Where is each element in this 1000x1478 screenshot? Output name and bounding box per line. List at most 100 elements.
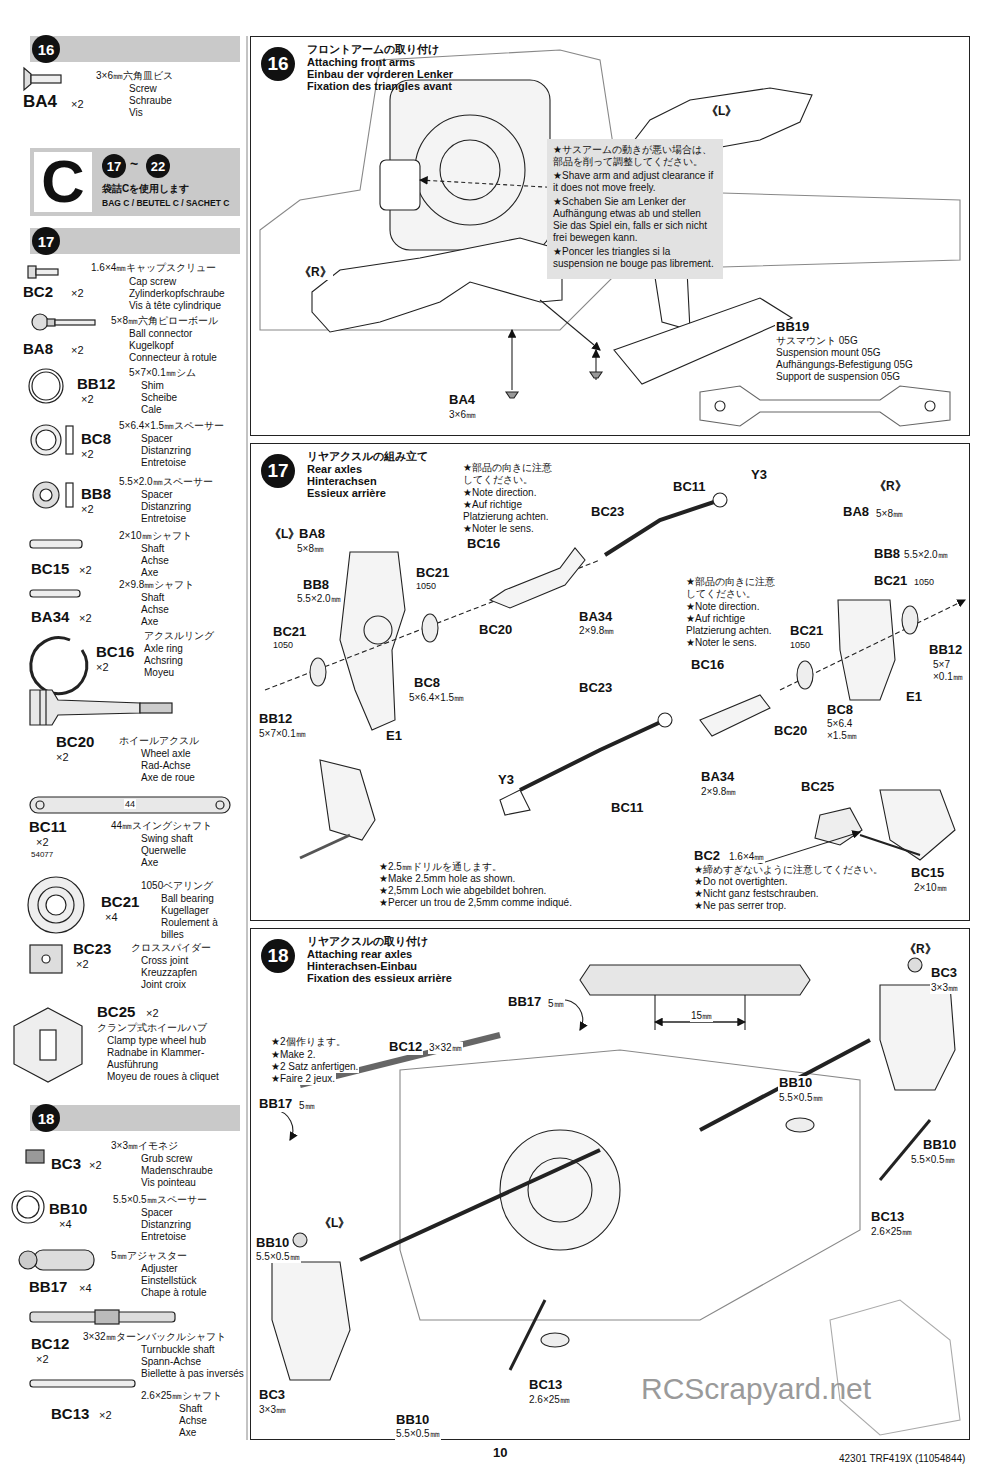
- part-text: Swing shaft: [140, 833, 194, 845]
- part-text: 5×7×0.1㎜: [258, 728, 307, 740]
- step-number: 16: [32, 35, 60, 63]
- illustration-part: [860, 835, 920, 855]
- part-text: Screw: [128, 83, 158, 95]
- part-code: BB8: [302, 578, 330, 593]
- illustration-part: [655, 1021, 745, 1022]
- part-text: Achse: [140, 604, 170, 616]
- part-code: BC15: [910, 866, 945, 881]
- part-text: Zylinderkopfschraube: [128, 288, 226, 300]
- illustration-part: [33, 482, 59, 508]
- illustration-part: [293, 1233, 307, 1247]
- illustration-part: [47, 319, 55, 326]
- illustration-part: [415, 115, 525, 225]
- part-text: ★Noter le sens.: [462, 523, 535, 535]
- illustration-part: [880, 985, 955, 1090]
- illustration-part: [275, 1110, 293, 1140]
- part-text: 5.5×2.0㎜: [903, 549, 949, 561]
- part-code: BA34: [30, 608, 70, 625]
- illustration-part: [310, 658, 326, 686]
- step-number: 16: [261, 47, 295, 81]
- part-code: BC21: [789, 624, 824, 639]
- part-text: 5㎜: [298, 1100, 316, 1112]
- part-text: 2×10㎜: [913, 882, 948, 894]
- part-text: 5.5×2.0㎜スペーサー: [118, 476, 214, 488]
- part-text: ★2個作ります。: [270, 1036, 347, 1048]
- part-code: E1: [385, 729, 403, 744]
- part-text: 2×9.8㎜: [700, 786, 737, 798]
- part-text: Distanzring: [140, 445, 192, 457]
- part-code: BC16: [466, 537, 501, 552]
- illustration-part: [744, 995, 745, 1030]
- part-code: BB17: [28, 1278, 68, 1295]
- part-text: Distanzring: [140, 501, 192, 513]
- illustration-part: [40, 1030, 56, 1060]
- step-title: Einbau der vorderen Lenker: [307, 68, 453, 81]
- part-code: Y3: [497, 773, 515, 788]
- step17-figure: [265, 493, 965, 870]
- part-code: 《R》: [873, 480, 908, 494]
- illustration-part: [655, 1021, 745, 1022]
- illustration-part: [520, 720, 665, 790]
- illustration-part: [815, 808, 862, 845]
- illustration-part: [24, 68, 31, 90]
- illustration-part: [14, 1008, 82, 1082]
- step-title: Hinterachsen: [307, 475, 377, 488]
- step-bar: 17: [30, 228, 240, 254]
- part-text: Kugellager: [160, 905, 210, 917]
- part-text: 5.5×0.5㎜: [395, 1428, 441, 1440]
- part-code: BC13: [528, 1378, 563, 1393]
- part-text: ×2: [55, 751, 70, 764]
- part-text: 1050: [913, 577, 935, 587]
- part-text: Shaft: [140, 543, 165, 555]
- illustration-part: [29, 369, 63, 403]
- illustration-part: [541, 1333, 569, 1347]
- part-code: BC8: [826, 703, 854, 718]
- part-text: Shim: [140, 380, 165, 392]
- part-text: 5×8㎜: [875, 508, 904, 520]
- part-text: Joint croix: [140, 979, 187, 991]
- part-text: Suspension mount 05G: [775, 347, 882, 359]
- part-text: ×2: [35, 836, 50, 849]
- part-text: Vis à tête cylindrique: [128, 300, 222, 312]
- part-text: 3×6㎜六角皿ビス: [95, 70, 174, 82]
- illustration-part: [340, 552, 405, 730]
- part-text: Kreuzzapfen: [140, 967, 198, 979]
- step-title: Attaching rear axles: [307, 948, 412, 961]
- part-text: 5㎜アジャスター: [110, 1250, 188, 1262]
- part-text: サスマウント 05G: [775, 335, 859, 347]
- part-code: BB10: [255, 1236, 290, 1251]
- illustration-part: [506, 392, 518, 398]
- illustration-part: [510, 1300, 545, 1370]
- part-text: 1050ベアリング: [140, 880, 214, 892]
- part-text: ★Noter le sens.: [685, 637, 758, 649]
- part-code: BC25: [96, 1003, 136, 1020]
- part-text: 2×9.8㎜: [578, 625, 615, 637]
- illustration-part: [614, 298, 792, 384]
- part-code: BB10: [395, 1413, 430, 1428]
- part-text: 5×8㎜六角ピローボール: [110, 315, 219, 327]
- part-text: Clamp type wheel hub: [106, 1035, 207, 1047]
- step-number: 18: [32, 1104, 60, 1132]
- part-text: 5.5×0.5㎜: [778, 1092, 824, 1104]
- illustration-part: [700, 1040, 870, 1130]
- part-text: Spacer: [140, 1207, 174, 1219]
- part-text: Ball bearing: [160, 893, 215, 905]
- part-text: 3×3㎜: [258, 1404, 287, 1416]
- illustration-part: [715, 401, 725, 411]
- part-code: BB12: [928, 643, 963, 658]
- bag-text: ~: [130, 156, 138, 172]
- part-code: BA4: [22, 92, 58, 112]
- illustration-part: [32, 314, 48, 330]
- illustration-part: [30, 945, 62, 973]
- part-text: Cross joint: [140, 955, 189, 967]
- illustration-part: [590, 372, 602, 378]
- part-code: BB10: [48, 1200, 88, 1217]
- part-code: BC12: [388, 1040, 423, 1055]
- part-text: 1.6×4㎜キャップスクリュー: [90, 262, 217, 274]
- step-number: 18: [261, 939, 295, 973]
- part-text: ★Nicht ganz festschrauben.: [693, 888, 820, 900]
- part-text: 5×6.4×1.5㎜スペーサー: [118, 420, 225, 432]
- part-text: ホイールアクスル: [118, 735, 200, 747]
- part-code: BC21: [272, 625, 307, 640]
- illustration-part: [36, 430, 56, 450]
